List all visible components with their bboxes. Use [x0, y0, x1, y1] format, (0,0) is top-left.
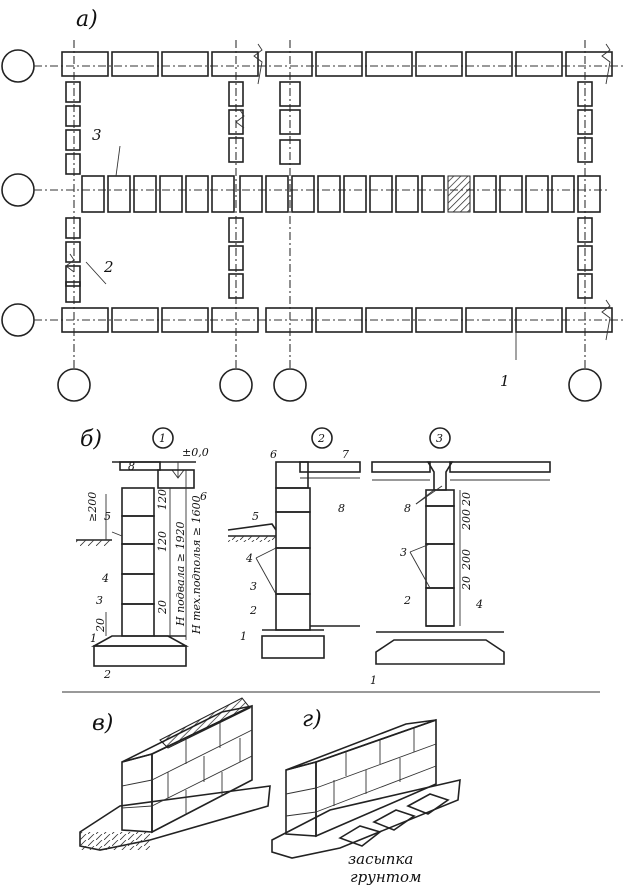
axis-bubble-col-4 — [568, 368, 602, 402]
s3-num-2: 2 — [403, 594, 411, 607]
s1-num-8: 6 — [200, 490, 207, 503]
level-mark: ±0,0 — [182, 446, 209, 459]
section-marker-3: 3 — [436, 432, 443, 445]
break-marks — [65, 43, 611, 341]
s3-num-1: 1 — [370, 674, 377, 687]
section-1: 1 ±0,0 — [76, 427, 209, 681]
leader-3 — [115, 145, 121, 177]
backfill-label-line2: грунтом — [350, 868, 421, 886]
s1-dim-h-basement: Н подвала ≥ 1920 — [174, 522, 187, 628]
s3-dim-20b: 20 — [460, 492, 473, 507]
s2-num-3: 3 — [250, 580, 257, 593]
s1-num-3: 3 — [96, 594, 103, 607]
axis-bubble-top — [1, 49, 35, 83]
leader-2 — [85, 261, 107, 285]
s1-dim-20a: 20 — [156, 600, 169, 615]
block-row-bottom — [61, 307, 613, 333]
axis-bubble-bottom — [1, 303, 35, 337]
section-marker-3-circle — [429, 427, 451, 449]
plan-callout-2: 2 — [103, 258, 114, 276]
s3-dim-20a: 20 — [460, 576, 473, 591]
s1-dim-h-tech: Н тех.подполья ≥ 1600 — [190, 495, 203, 635]
s2-num-8: 8 — [338, 502, 345, 515]
block-row-top — [61, 51, 613, 77]
s1-dim-20b: 20 — [94, 618, 107, 633]
axis-bubble-middle — [1, 173, 35, 207]
section-3: 3 8 3 2 4 1 — [370, 427, 551, 687]
s2-num-2: 2 — [249, 604, 257, 617]
s2-num-6: 6 — [270, 448, 277, 461]
section-marker-1-circle — [152, 427, 174, 449]
s2-num-5: 5 — [252, 510, 259, 523]
s2-num-7: 7 — [342, 448, 349, 461]
block-col-right — [577, 81, 593, 299]
block-row-middle — [81, 175, 601, 213]
s1-num-1: 1 — [90, 632, 97, 645]
section-marker-1: 1 — [159, 432, 166, 445]
section-2: 2 6 7 8 5 4 3 2 1 — [227, 427, 361, 659]
backfill-label-line1: засыпка — [348, 850, 413, 868]
s2-num-4: 4 — [245, 552, 253, 565]
s3-dim-200a: 200 — [460, 509, 473, 531]
plan-view: а) — [1, 7, 625, 402]
axis-bubble-col-2 — [219, 368, 253, 402]
section-marker-2-circle — [311, 427, 333, 449]
s3-num-4: 4 — [475, 598, 483, 611]
s3-num-3: 3 — [400, 546, 407, 559]
s1-num-2: 2 — [103, 668, 111, 681]
iso-wall-pads: г) засыпка грунтом — [271, 707, 461, 886]
panel-label-g: г) — [302, 707, 322, 732]
section-marker-2: 2 — [317, 432, 325, 445]
block-col-3 — [279, 81, 301, 165]
s3-dim-200b: 200 — [460, 549, 473, 571]
s1-dim-200: ≥200 — [86, 492, 99, 522]
iso-wall-continuous: в) — [79, 697, 271, 851]
block-col-left — [65, 81, 81, 303]
s1-num-6: 8 — [128, 460, 135, 473]
s1-dim-120a: 120 — [156, 489, 169, 510]
sections-view: б) 1 ±0,0 — [62, 427, 600, 693]
s1-dim-120b: 120 — [156, 531, 169, 552]
plan-callout-3: 3 — [92, 126, 102, 144]
panel-label-a: а) — [76, 7, 98, 32]
s1-num-4: 4 — [101, 572, 109, 585]
s1-num-5: 5 — [104, 510, 111, 523]
block-col-2 — [228, 81, 244, 299]
panel-label-b: б) — [80, 427, 102, 452]
panel-label-v: в) — [92, 711, 113, 736]
plan-callout-1: 1 — [500, 372, 510, 390]
axis-bubble-col-3 — [273, 368, 307, 402]
s2-num-1: 1 — [240, 630, 247, 643]
s3-num-8: 8 — [404, 502, 411, 515]
axis-bubble-col-1 — [57, 368, 91, 402]
